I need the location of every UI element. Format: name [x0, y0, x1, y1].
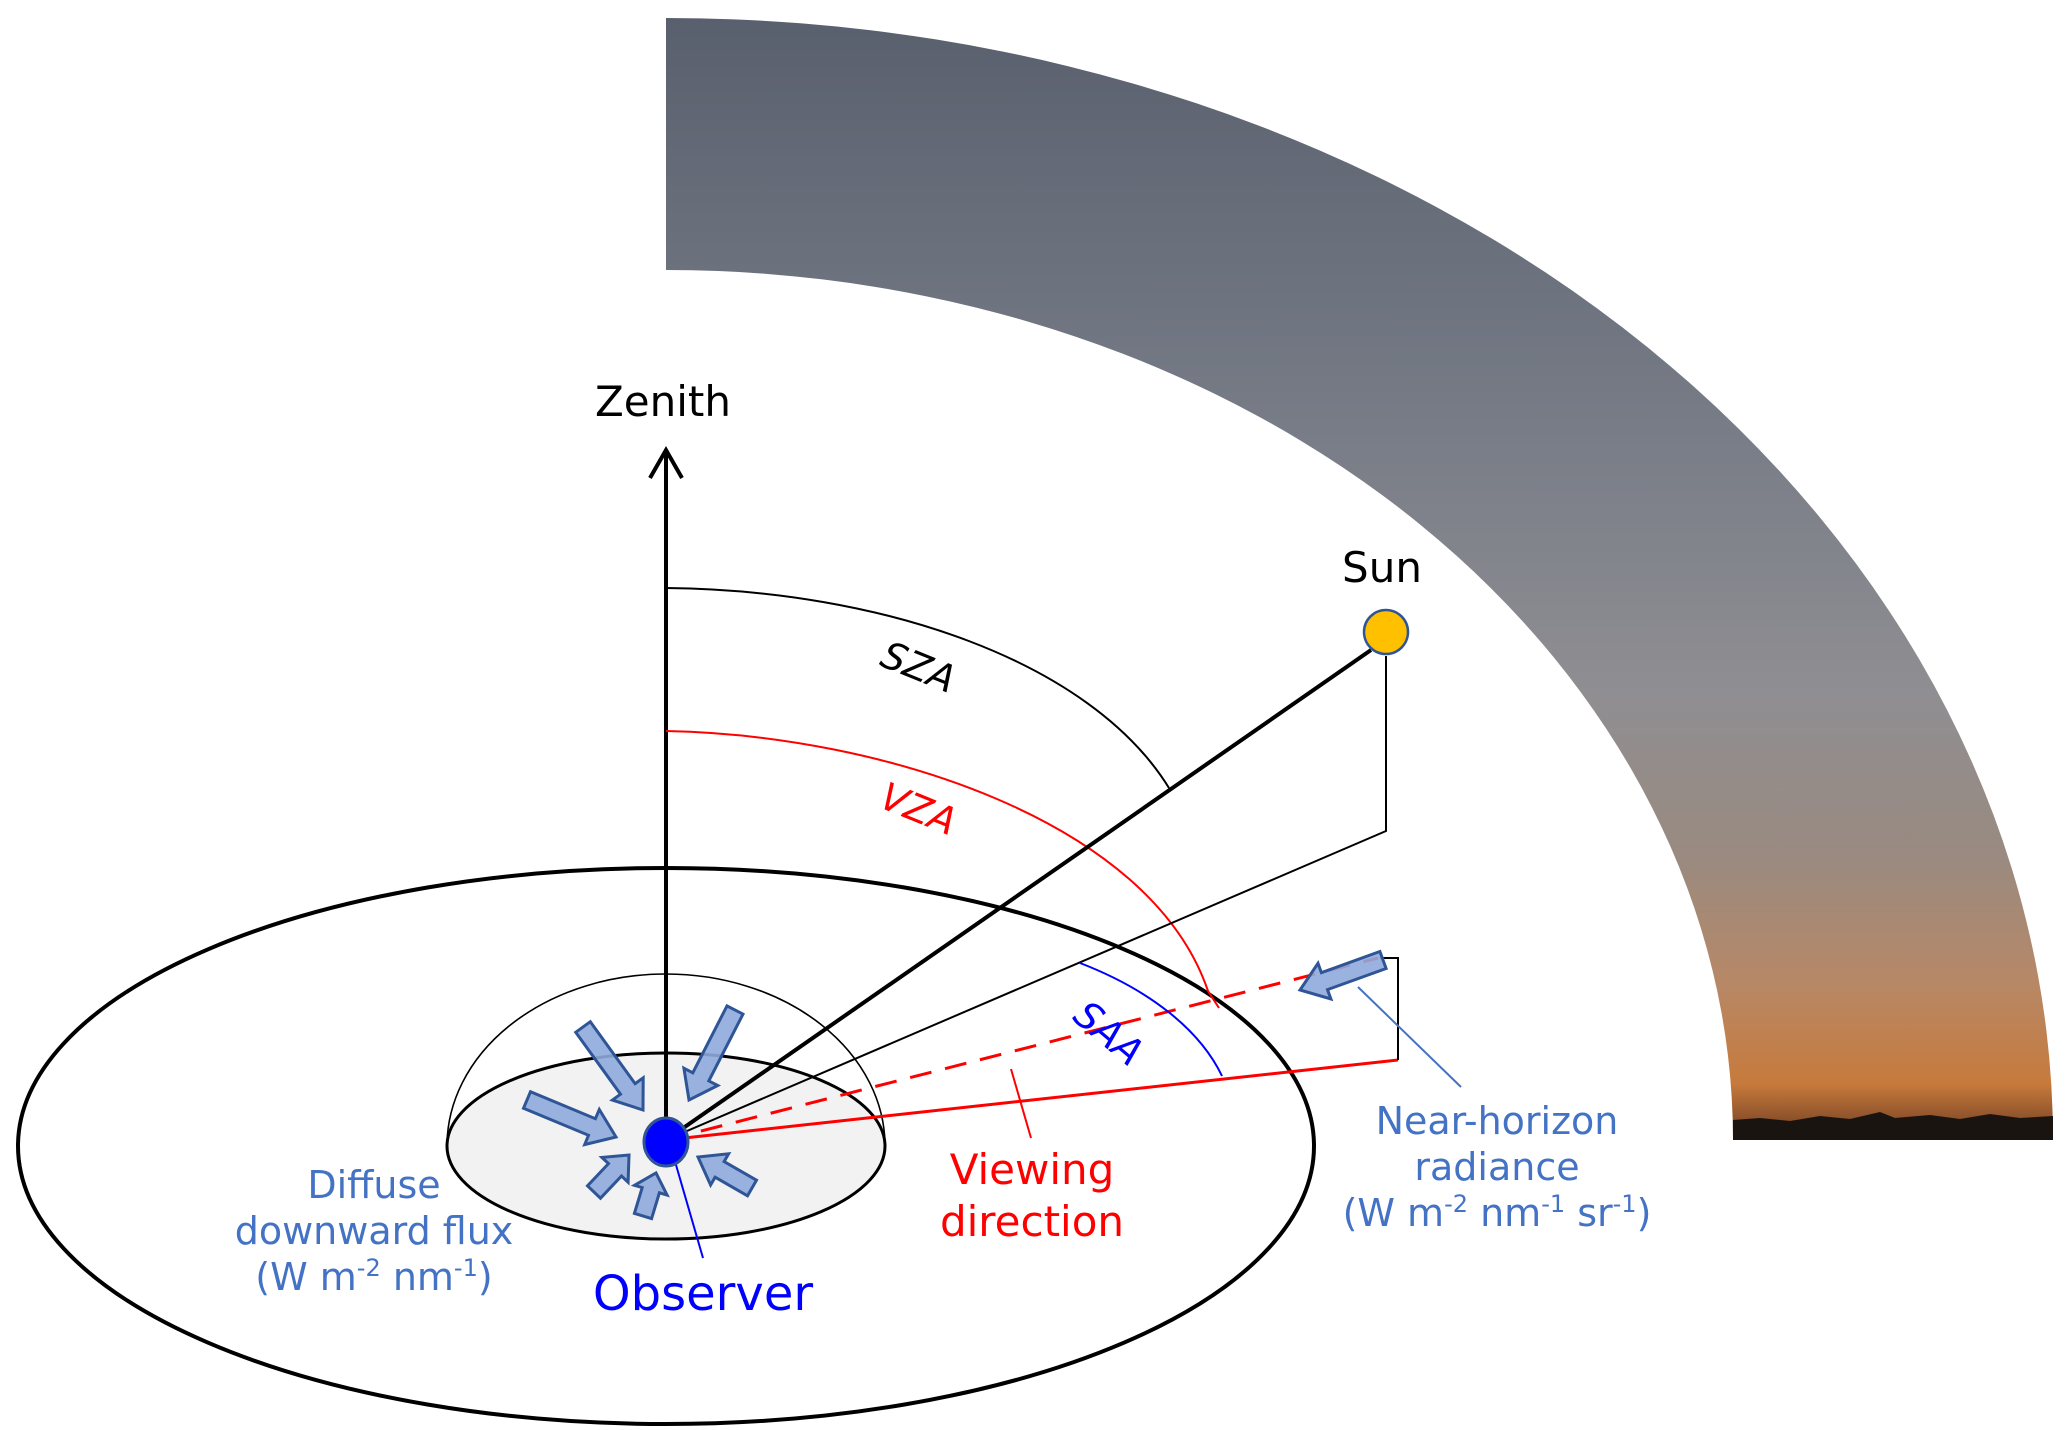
- diffuse-flux-arrow-icon: [695, 1152, 759, 1198]
- diffuse-flux-arrow-icon: [585, 1153, 631, 1201]
- sza-label: SZA: [875, 632, 962, 701]
- saa-label: SAA: [1065, 992, 1152, 1075]
- viewing-ground-line: [665, 1058, 1399, 1142]
- zenith-arrowhead-icon: [648, 445, 684, 479]
- diffuse-units: (W m-2 nm-1): [255, 1254, 492, 1299]
- near-horizon-units: (W m-2 nm-1 sr-1): [1343, 1190, 1652, 1235]
- radiance-arrows: [521, 949, 1389, 1221]
- diffuse-label-line1: Diffuse: [307, 1163, 440, 1207]
- sun-label: Sun: [1342, 543, 1422, 592]
- viewing-direction-leader: [1010, 1068, 1032, 1139]
- viewing-direction-dashed: [665, 956, 1379, 1142]
- observer-leader: [673, 1157, 704, 1259]
- near-horizon-label-line2: radiance: [1414, 1145, 1579, 1189]
- zenith-label: Zenith: [595, 377, 731, 426]
- observer-label: Observer: [593, 1266, 813, 1322]
- diffuse-flux-arrow-icon: [630, 1170, 670, 1221]
- sky-photo-band: [666, 18, 2053, 1140]
- sun-projection-lines: [665, 656, 1387, 1141]
- horizon-silhouette: [1733, 1112, 2053, 1140]
- near-horizon-label-line1: Near-horizon: [1376, 1099, 1619, 1143]
- diffuse-flux-arrow-icon: [681, 1003, 746, 1103]
- diffuse-flux-arrow-icon: [573, 1019, 645, 1113]
- near-horizon-leader: [1357, 986, 1462, 1088]
- diffuse-flux-arrow-icon: [521, 1089, 619, 1147]
- observer-dot: [642, 1116, 690, 1168]
- sun-icon: [1362, 608, 1410, 656]
- viewing-direction-label-line1: Viewing: [950, 1145, 1115, 1194]
- viewing-direction-label-line2: direction: [940, 1197, 1124, 1246]
- diffuse-label-line2: downward flux: [235, 1209, 514, 1253]
- vza-arc: [665, 730, 1220, 1009]
- saa-arc: [1079, 962, 1223, 1077]
- sun-direction-line: [664, 648, 1373, 1142]
- near-horizon-radiance-arrow-icon: [1297, 949, 1389, 1002]
- vza-label: VZA: [874, 774, 963, 844]
- viewing-vertical-line: [1380, 957, 1399, 1060]
- sza-arc: [665, 587, 1170, 789]
